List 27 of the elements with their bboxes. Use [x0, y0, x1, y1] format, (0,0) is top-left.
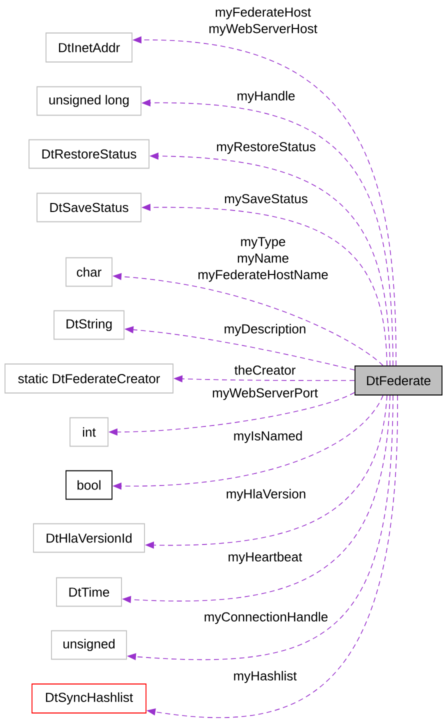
- edge-label: myType myName myFederateHostName: [198, 237, 328, 282]
- class-box: DtRestoreStatus: [28, 139, 150, 169]
- class-box: unsigned: [51, 630, 127, 660]
- class-box: int: [70, 417, 108, 447]
- edge-label: myHandle: [238, 90, 295, 104]
- class-box: DtSyncHashlist: [32, 684, 146, 714]
- class-box: DtFederate: [354, 366, 442, 396]
- edge-label: myIsNamed: [234, 430, 302, 444]
- edge-label: mySaveStatus: [224, 194, 308, 206]
- edge-label: myWebServerPort: [212, 388, 318, 400]
- edge-label: myHashlist: [234, 670, 297, 684]
- class-box: char: [66, 257, 112, 287]
- class-box: DtHlaVersionId: [33, 523, 145, 553]
- class-box: DtString: [54, 310, 124, 340]
- edge-label: myHeartbeat: [228, 552, 302, 564]
- class-box: DtSaveStatus: [36, 192, 142, 222]
- class-box: DtTime: [56, 577, 122, 607]
- edge-label: myHlaVersion: [226, 488, 306, 502]
- class-box: bool: [66, 470, 112, 500]
- edge-label: myRestoreStatus: [217, 142, 316, 154]
- class-box: static DtFederateCreator: [4, 364, 174, 394]
- edge-label: myFederateHost myWebServerHost: [209, 7, 318, 36]
- class-box: unsigned long: [36, 86, 142, 116]
- edge-label: myConnectionHandle: [204, 612, 328, 624]
- edge-label: myDescription: [224, 324, 306, 336]
- class-box: DtInetAddr: [46, 32, 132, 62]
- edge-label: theCreator: [234, 365, 296, 375]
